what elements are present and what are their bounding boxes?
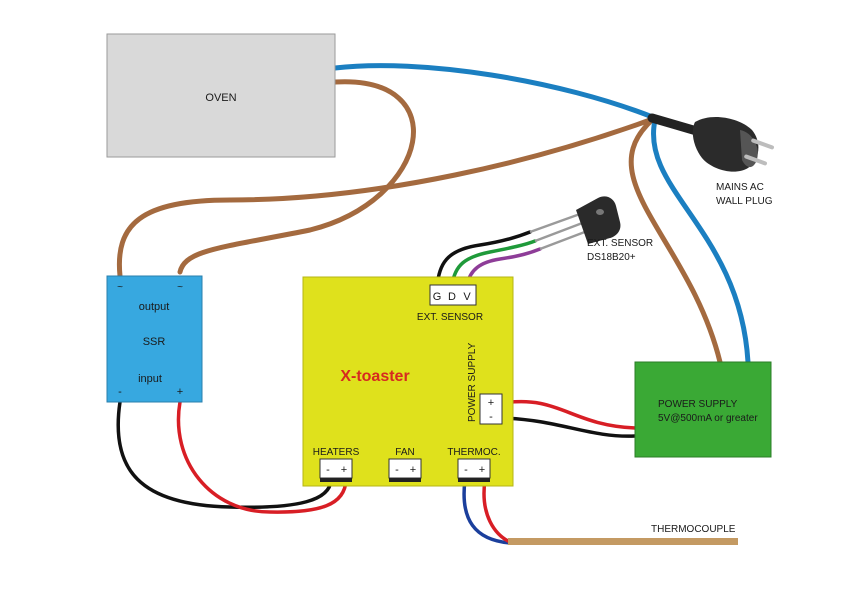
- ssr-tilde-left: ~: [117, 282, 123, 293]
- heaters-label: HEATERS: [313, 447, 360, 458]
- thermocouple-red-wire: [482, 478, 512, 544]
- heaters-plus-label: +: [341, 464, 347, 476]
- ssr-output-label: output: [139, 301, 170, 313]
- ext-sensor: EXT. SENSOR DS18B20+: [529, 196, 653, 263]
- fan-connector-base: [389, 478, 421, 482]
- fan-plus-label: +: [410, 464, 416, 476]
- power-supply: POWER SUPPLY 5V@500mA or greater: [634, 361, 772, 458]
- plug-cable-sleeve: [647, 113, 705, 137]
- thermoc-plus-label: +: [479, 464, 485, 476]
- sensor-green-wire: [450, 239, 537, 287]
- oven-label: OVEN: [205, 92, 236, 104]
- power-supply-vertical-label: POWER SUPPLY: [467, 342, 478, 422]
- plug-pin-bottom: [744, 154, 767, 166]
- sensor-leg-3: [539, 228, 591, 251]
- thermocouple-rod: [508, 538, 738, 545]
- sensor-black-wire: [435, 230, 532, 287]
- wires: [116, 63, 751, 545]
- fan-label: FAN: [395, 447, 414, 458]
- oven: OVEN: [106, 33, 336, 158]
- ps-plus-red-wire: [501, 400, 637, 430]
- pin-v-label: V: [463, 291, 471, 303]
- thermocouple: THERMOCOUPLE: [508, 524, 738, 545]
- ssr-minus-label: -: [118, 386, 122, 398]
- psu-blue-wire: [651, 117, 751, 365]
- power-supply-box: [634, 361, 772, 458]
- heaters-connector-base: [320, 478, 352, 482]
- psu-brown-wire: [628, 119, 723, 365]
- fan-minus-label: -: [395, 464, 399, 476]
- ps-plus-label: +: [488, 397, 494, 409]
- ssr-minus-black-wire: [116, 400, 333, 510]
- oven-blue-wire: [332, 63, 658, 121]
- thermocouple-blue-wire: [462, 478, 512, 545]
- power-supply-title: POWER SUPPLY: [658, 399, 738, 410]
- mains-plug: MAINS AC WALL PLUG: [647, 113, 774, 207]
- oven-brown-wire: [177, 79, 416, 275]
- oven-box: [106, 33, 336, 158]
- thermoc-label: THERMOC.: [447, 447, 500, 458]
- ssr-mains-brown-wire: [116, 117, 653, 279]
- thermoc-minus-label: -: [464, 464, 468, 476]
- sensor-label-line2: DS18B20+: [587, 252, 636, 263]
- ssr: ~ ~ output SSR input - +: [106, 275, 203, 403]
- ps-minus-black-wire: [501, 416, 637, 438]
- pin-d-label: D: [448, 291, 456, 303]
- ssr-label: SSR: [143, 336, 166, 348]
- sensor-purple-wire: [465, 247, 542, 287]
- sensor-leg-2: [534, 220, 586, 243]
- plug-label-line2: WALL PLUG: [716, 196, 773, 207]
- sensor-mark: [596, 209, 604, 215]
- ps-minus-label: -: [489, 411, 493, 423]
- sensor-leg-1: [529, 212, 581, 234]
- sensor-body: [576, 196, 621, 244]
- power-supply-spec: 5V@500mA or greater: [658, 413, 758, 424]
- pin-g-label: G: [433, 291, 442, 303]
- ssr-plus-label: +: [177, 386, 183, 398]
- controller-box: [302, 276, 514, 487]
- ssr-plus-red-wire: [176, 400, 348, 514]
- ext-sensor-label: EXT. SENSOR: [417, 312, 483, 323]
- ssr-input-label: input: [138, 373, 162, 385]
- ssr-box: [106, 275, 203, 403]
- power-connector: [479, 393, 503, 425]
- controller-board: X-toaster G D V EXT. SENSOR POWER SUPPLY…: [302, 276, 514, 487]
- plug-label-line1: MAINS AC: [716, 182, 764, 193]
- ssr-tilde-right: ~: [177, 282, 183, 293]
- sensor-connector: [429, 284, 477, 306]
- heaters-minus-label: -: [326, 464, 330, 476]
- sensor-label-line1: EXT. SENSOR: [587, 238, 653, 249]
- brand-title: X-toaster: [340, 368, 409, 385]
- plug-pin-top: [751, 138, 774, 150]
- thermoc-connector-base: [458, 478, 490, 482]
- thermocouple-label: THERMOCOUPLE: [651, 524, 736, 535]
